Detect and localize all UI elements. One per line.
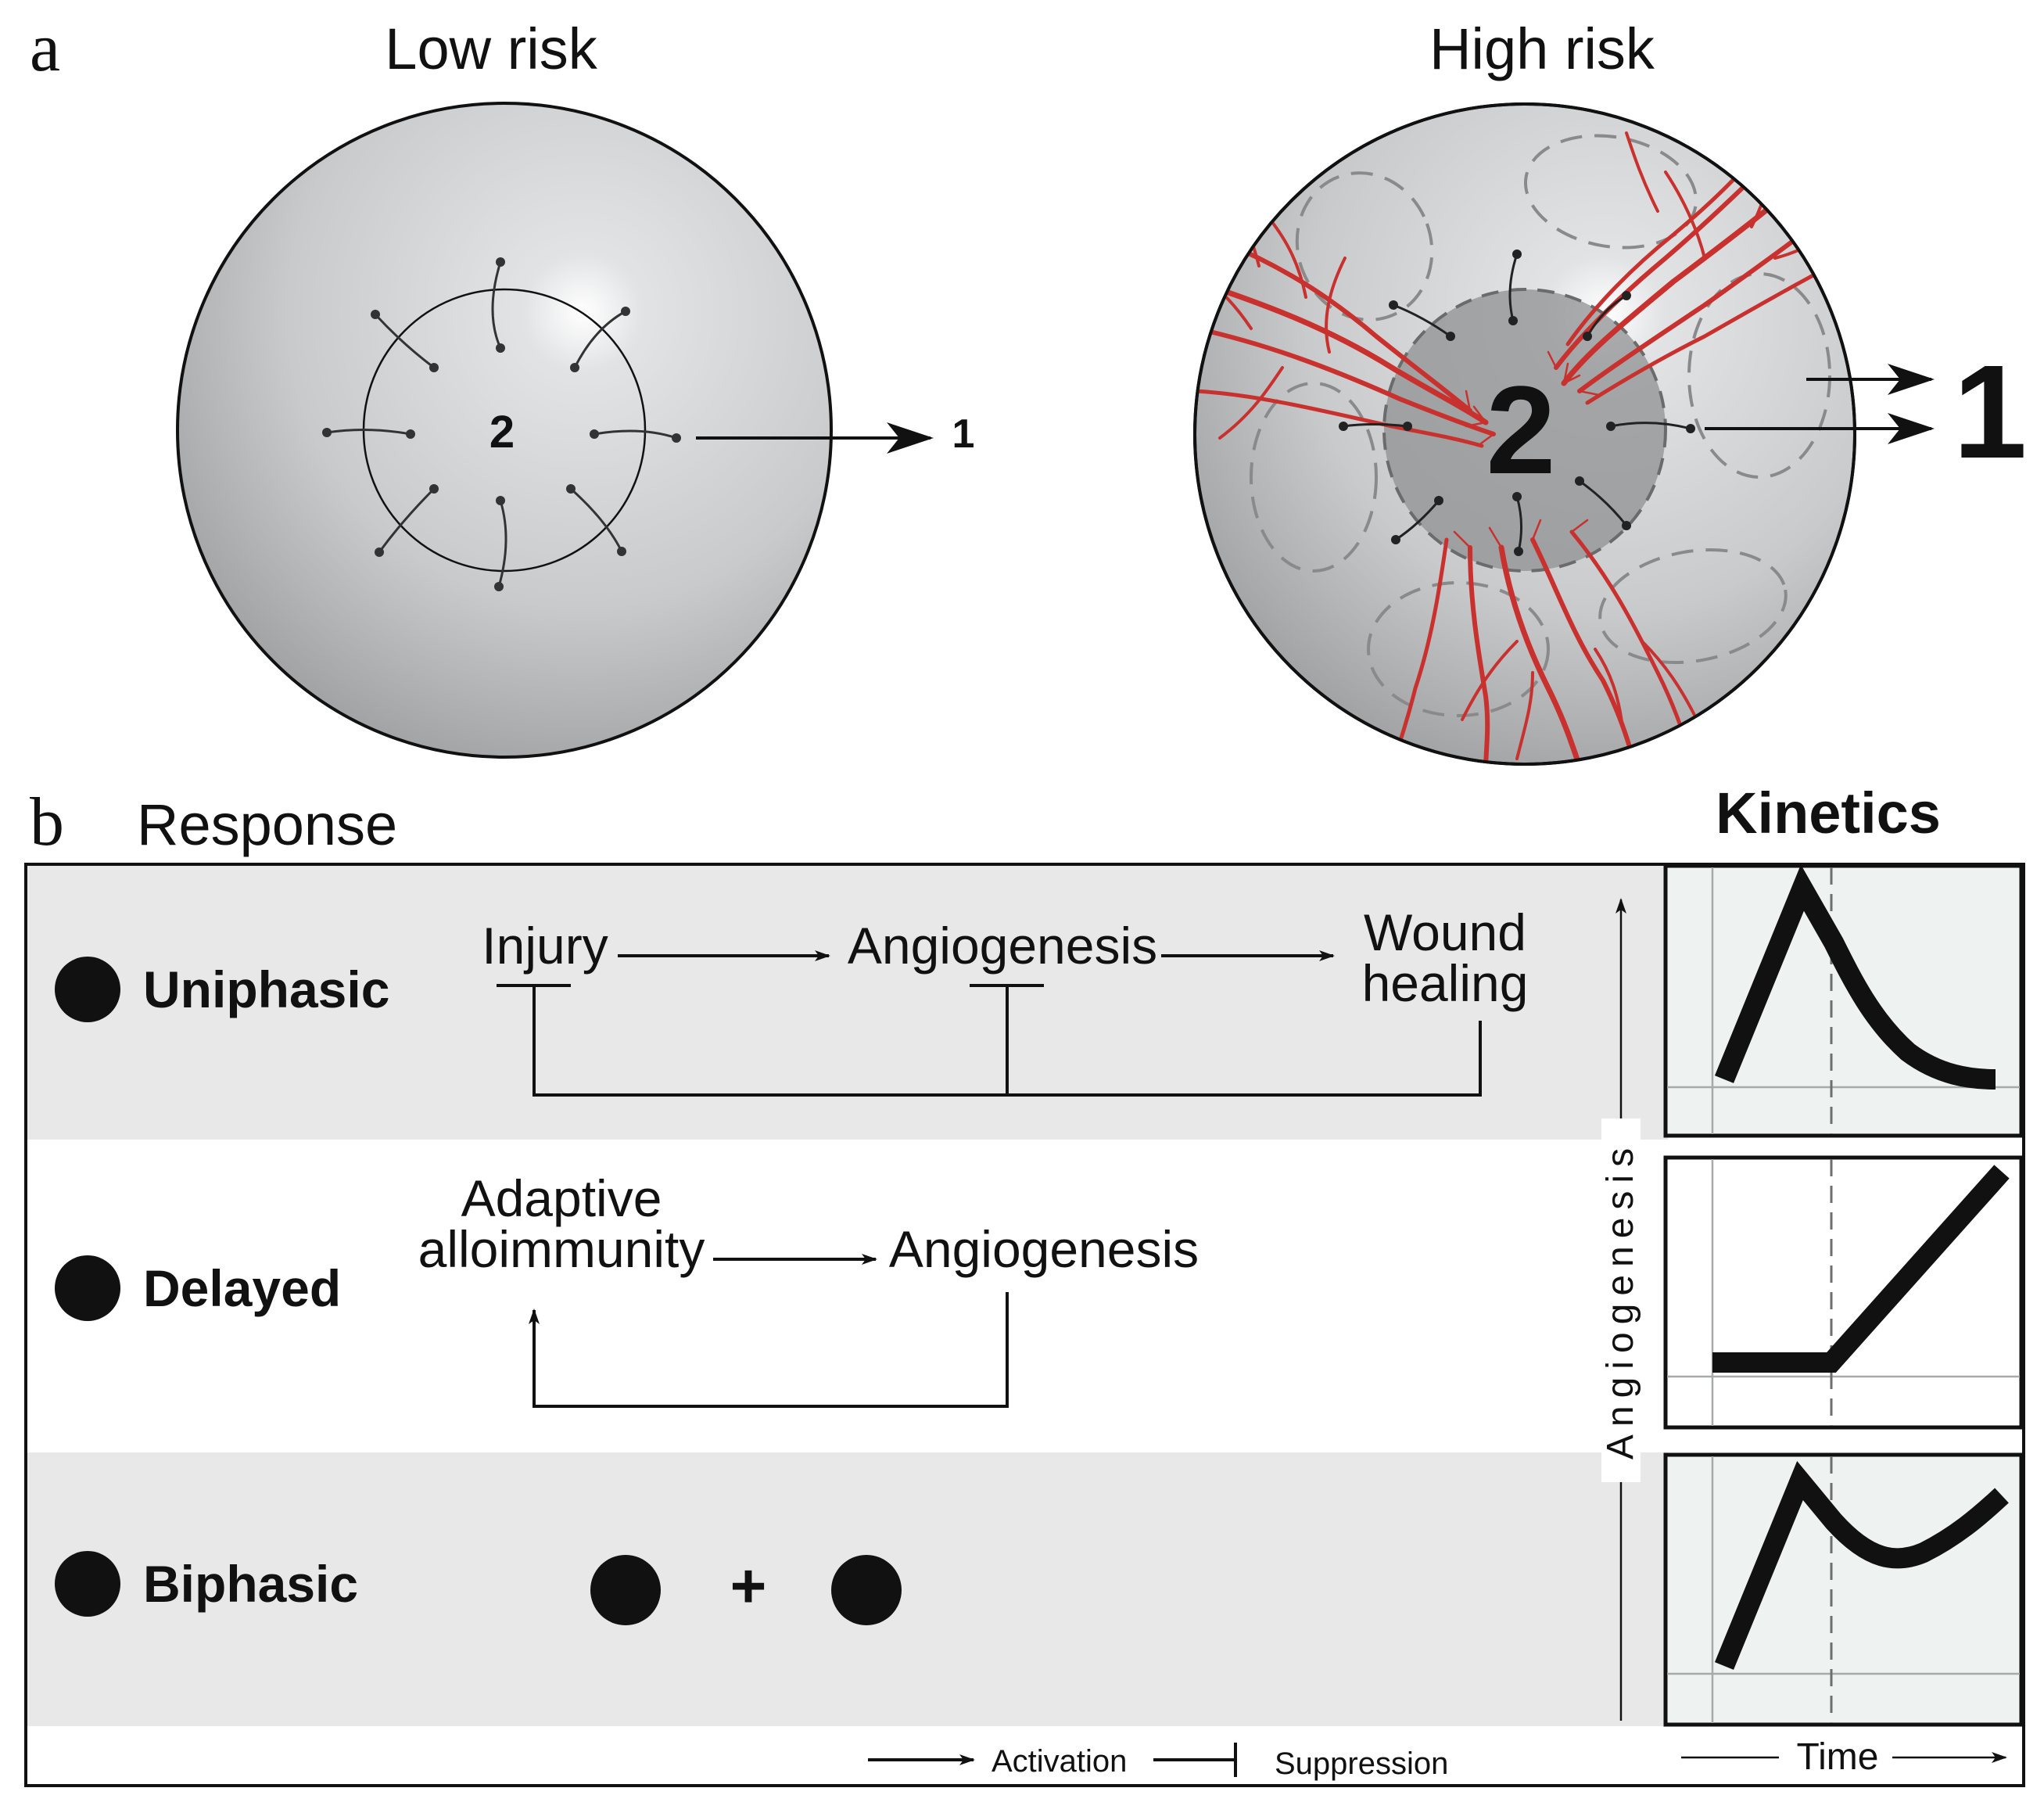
low-risk-arrow-label: 1: [952, 411, 975, 457]
row-2-number-badge: [55, 1255, 120, 1321]
high-risk-eye: High risk: [1193, 16, 2028, 766]
node-angiogenesis-1: Angiogenesis: [848, 917, 1157, 975]
kinetics-curve-uniphasic: [1714, 864, 1996, 1090]
legend-suppression: Suppression: [1275, 1747, 1448, 1781]
row-2-name: Delayed: [143, 1259, 341, 1317]
legend: Activation Suppression: [868, 1743, 1448, 1781]
node-angiogenesis-2: Angiogenesis: [889, 1220, 1199, 1278]
row-uniphasic: 1 Uniphasic Injury Angiogenesis Wound he…: [55, 903, 1529, 1097]
row-3-number: 3: [74, 1559, 100, 1611]
node-adaptive: Adaptive: [461, 1169, 662, 1227]
low-risk-eye: Low risk 2 1: [176, 16, 975, 759]
combo-badge-1: [590, 1555, 661, 1625]
kinetics-plot-1: [1663, 863, 2024, 1138]
kinetics-heading: Kinetics: [1716, 781, 1941, 845]
legend-activation: Activation: [992, 1744, 1127, 1779]
kinetics-plot-3: [1663, 1452, 2024, 1727]
node-wound: Wound: [1364, 903, 1526, 961]
kinetics-y-axis: Angiogenesis: [1600, 898, 1641, 1721]
row-biphasic: 3 Biphasic 1 + 2: [55, 1551, 902, 1625]
node-healing: healing: [1362, 954, 1529, 1012]
row-3-number-badge: [55, 1551, 120, 1617]
kinetics-x-axis: Time: [1681, 1736, 2007, 1778]
row-3-name: Biphasic: [143, 1555, 358, 1613]
row-1-number-badge: [55, 957, 120, 1022]
low-risk-title: Low risk: [385, 16, 597, 81]
activation-feedback-line: [529, 1292, 1009, 1408]
high-risk-sutures: [1343, 253, 1691, 552]
combo-badge-2: [831, 1555, 902, 1625]
high-risk-graft: [1382, 288, 1667, 573]
kinetics-curve-delayed: [1712, 1165, 2010, 1373]
low-risk-sutures: [326, 261, 677, 587]
combo-plus: +: [730, 1551, 767, 1621]
panel-b-letter: b: [30, 784, 64, 860]
row-delayed: 2 Delayed Adaptive alloimmunity Angiogen…: [55, 1169, 1199, 1408]
combo-left: 1: [611, 1563, 640, 1619]
high-risk-graft-label: 2: [1486, 360, 1556, 500]
response-heading: Response: [137, 792, 397, 857]
panel-a-letter: a: [30, 10, 60, 86]
row-1-number: 1: [74, 964, 100, 1017]
high-risk-arrow-label: 1: [1953, 338, 2028, 486]
x-axis-label: Time: [1797, 1736, 1879, 1778]
high-risk-suture-knots: [1339, 250, 1695, 556]
kinetics-plots: [1663, 863, 2024, 1727]
low-risk-suture-knots: [322, 257, 681, 591]
combo-right: 2: [852, 1563, 880, 1619]
row-1-name: Uniphasic: [143, 960, 389, 1018]
node-alloimmunity: alloimmunity: [418, 1220, 705, 1278]
y-axis-label: Angiogenesis: [1600, 1140, 1641, 1459]
kinetics-curve-biphasic: [1714, 1460, 2009, 1670]
row-2-number: 2: [74, 1263, 100, 1316]
node-injury: Injury: [482, 917, 608, 975]
low-risk-graft-label: 2: [489, 407, 515, 458]
high-risk-title: High risk: [1429, 16, 1655, 81]
